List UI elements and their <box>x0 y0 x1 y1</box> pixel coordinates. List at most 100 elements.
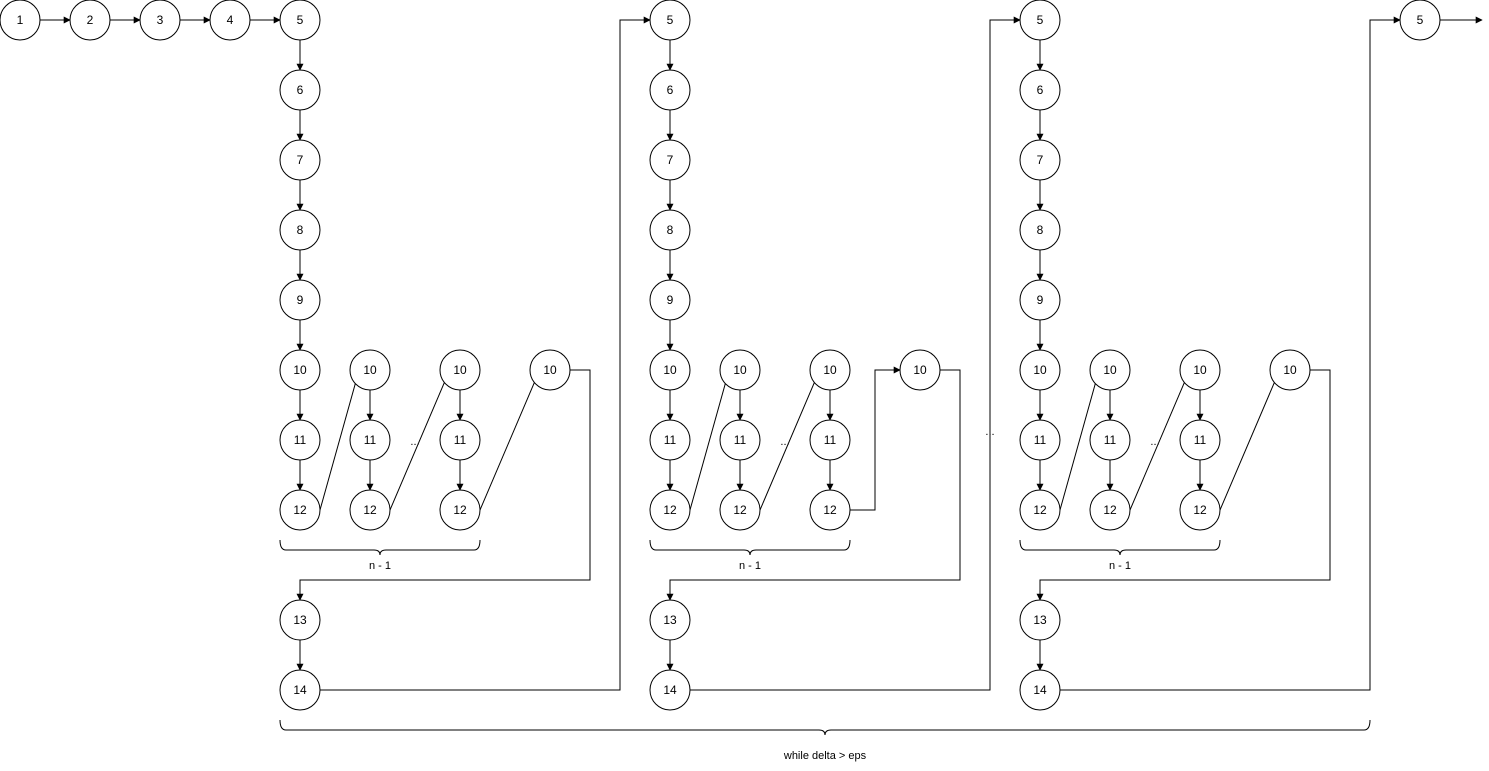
node-label: 10 <box>1283 363 1297 377</box>
node-circle <box>279 599 321 641</box>
node-iter2-sub1-n12: 12 <box>719 489 761 531</box>
node-circle <box>1019 209 1061 251</box>
node-label: 3 <box>157 13 164 27</box>
node-circle <box>1089 349 1131 391</box>
node-iter2-n9: 9 <box>649 279 691 321</box>
node-label: 8 <box>667 223 674 237</box>
iter3-inner-brace <box>1019 539 1221 556</box>
node-label: 10 <box>1193 363 1207 377</box>
node-circle <box>439 419 481 461</box>
node-circle <box>279 209 321 251</box>
iter3-edge-to-13 <box>1036 369 1331 601</box>
node-label: 5 <box>297 13 304 27</box>
node-iter1-n14: 14 <box>279 669 321 711</box>
node-iter1-n8: 8 <box>279 209 321 251</box>
node-circle <box>279 139 321 181</box>
node-circle <box>719 489 761 531</box>
node-label: 14 <box>1033 683 1047 697</box>
node-label: 12 <box>1103 503 1117 517</box>
node-label: 10 <box>733 363 747 377</box>
node-label: 12 <box>733 503 747 517</box>
node-circle <box>1179 349 1221 391</box>
iter3-edge-14-next5 <box>1060 16 1401 691</box>
node-circle <box>349 419 391 461</box>
node-label: 14 <box>663 683 677 697</box>
node-label: 12 <box>823 503 837 517</box>
node-iter3-sub1-n10: 10 <box>1089 349 1131 391</box>
node-circle <box>279 349 321 391</box>
node-iter3-sub1-n12: 12 <box>1089 489 1131 531</box>
node-iter3-sub1-n11: 11 <box>1089 419 1131 461</box>
node-iter1-sub1-n10: 10 <box>349 349 391 391</box>
node-label: 6 <box>1037 83 1044 97</box>
node-label: 10 <box>1033 363 1047 377</box>
node-iter3-n8: 8 <box>1019 209 1061 251</box>
node-iter3-sub2-n12: 12 <box>1179 489 1221 531</box>
node-circle <box>1019 69 1061 111</box>
node-circle <box>809 489 851 531</box>
node-label: 1 <box>17 13 24 27</box>
node-final-n5: 5 <box>1399 0 1441 41</box>
node-label: 10 <box>823 363 837 377</box>
node-label: 8 <box>1037 223 1044 237</box>
node-label: 7 <box>667 153 674 167</box>
between-iterations-ellipsis: ... <box>985 426 994 438</box>
node-iter3-n9: 9 <box>1019 279 1061 321</box>
node-label: 13 <box>293 613 307 627</box>
node-label: 10 <box>363 363 377 377</box>
node-label: 12 <box>293 503 307 517</box>
node-iter3-sub2-n11: 11 <box>1179 419 1221 461</box>
node-circle <box>649 0 691 41</box>
node-iter2-n10: 10 <box>649 349 691 391</box>
node-circle <box>209 0 251 41</box>
node-iter2-sub2-n11: 11 <box>809 419 851 461</box>
labels-layer: ...n - 1...n - 1...n - 1...while delta >… <box>369 426 1160 762</box>
node-circle <box>649 669 691 711</box>
node-label: 11 <box>364 433 377 447</box>
node-circle <box>649 279 691 321</box>
node-iter1-sub2-n12: 12 <box>439 489 481 531</box>
outer-loop-label: while delta > eps <box>783 750 867 762</box>
node-circle <box>1019 0 1061 41</box>
node-circle <box>349 349 391 391</box>
node-iter1-n13: 13 <box>279 599 321 641</box>
node-label: 5 <box>667 13 674 27</box>
node-circle <box>1019 139 1061 181</box>
node-label: 12 <box>1193 503 1207 517</box>
iter2-inner-label: n - 1 <box>739 560 761 572</box>
node-n2: 2 <box>69 0 111 41</box>
iter2-edge-to-13 <box>666 369 961 601</box>
node-iter2-n7: 7 <box>649 139 691 181</box>
edges-layer <box>40 16 1483 691</box>
outer-brace <box>279 719 1371 736</box>
node-iter1-n5: 5 <box>279 0 321 41</box>
node-iter3-n12: 12 <box>1019 489 1061 531</box>
node-iter2-sub2-n12: 12 <box>809 489 851 531</box>
node-iter2-last-n10: 10 <box>899 349 941 391</box>
braces-layer <box>279 539 1371 736</box>
node-circle <box>279 669 321 711</box>
iter1-edge-to-13 <box>296 369 591 601</box>
node-iter3-n6: 6 <box>1019 69 1061 111</box>
node-iter1-n12: 12 <box>279 489 321 531</box>
iter2-inner-brace <box>649 539 851 556</box>
node-label: 11 <box>454 433 467 447</box>
node-iter2-n13: 13 <box>649 599 691 641</box>
iter1-diag-2 <box>389 373 449 511</box>
node-n3: 3 <box>139 0 181 41</box>
node-label: 9 <box>1037 293 1044 307</box>
iter1-diag-1 <box>319 373 360 511</box>
node-label: 9 <box>297 293 304 307</box>
node-iter1-sub2-n10: 10 <box>439 349 481 391</box>
node-circle <box>1269 349 1311 391</box>
node-label: 8 <box>297 223 304 237</box>
iter2-diag-3 <box>850 366 901 511</box>
node-label: 11 <box>824 433 837 447</box>
node-circle <box>279 69 321 111</box>
node-iter2-n11: 11 <box>649 419 691 461</box>
node-iter2-sub1-n10: 10 <box>719 349 761 391</box>
node-circle <box>1089 419 1131 461</box>
node-circle <box>1019 349 1061 391</box>
node-label: 10 <box>543 363 557 377</box>
node-circle <box>649 489 691 531</box>
